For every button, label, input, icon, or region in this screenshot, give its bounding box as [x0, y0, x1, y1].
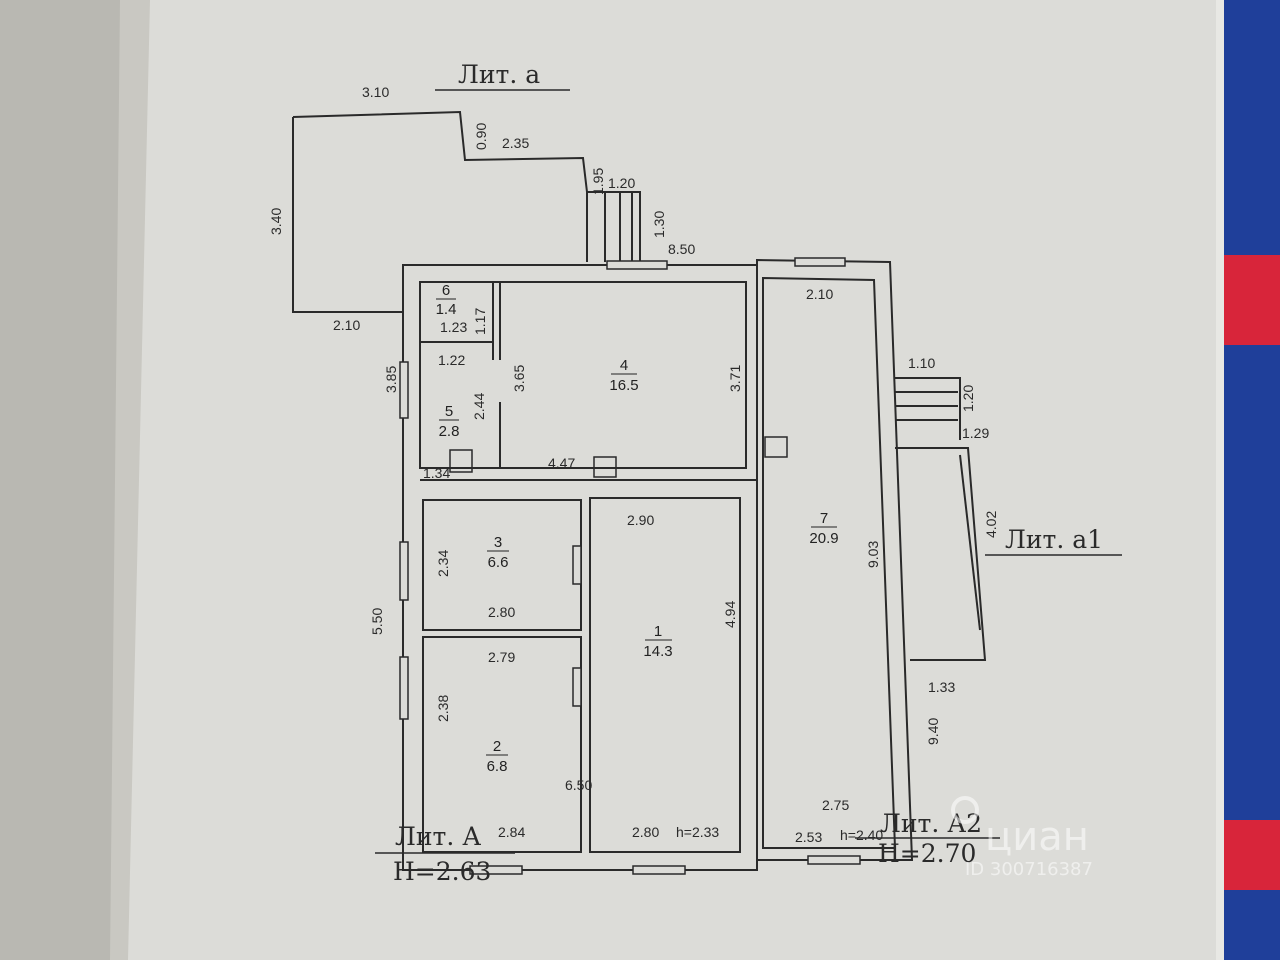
room-4-area: 16.5	[609, 377, 638, 394]
stove-icon-2	[764, 436, 788, 458]
lit-a-label: Лит. А	[395, 822, 481, 851]
dim-8-50: 8.50	[668, 241, 695, 257]
dim-1-33: 1.33	[928, 679, 955, 695]
room-4-number: 4	[620, 357, 628, 374]
dim-4-02: 4.02	[983, 511, 999, 538]
height-a2-label: Н=2.70	[878, 839, 976, 868]
dim-3-40: 3.40	[268, 208, 284, 235]
binder-edge	[1222, 0, 1280, 960]
dim-3-65: 3.65	[511, 365, 527, 392]
room-3-number: 3	[494, 534, 502, 551]
height-2-33: h=2.33	[676, 824, 719, 840]
dim-2-35: 2.35	[502, 135, 529, 151]
dim-2-90: 2.90	[627, 512, 654, 528]
room-3-area: 6.6	[488, 554, 509, 571]
dim-1-17: 1.17	[472, 308, 488, 335]
dim-3-71: 3.71	[727, 365, 743, 392]
room-7-number: 7	[820, 510, 828, 527]
binder-red-stripe	[1222, 255, 1280, 345]
room-6-number: 6	[442, 282, 450, 299]
dim-3-10: 3.10	[362, 84, 389, 100]
dim-4-47: 4.47	[548, 455, 575, 471]
dim-2-80-b: 2.80	[632, 824, 659, 840]
room-1-area: 14.3	[643, 643, 672, 660]
height-a-label: Н=2.63	[393, 857, 491, 886]
dim-1-34: 1.34	[423, 465, 450, 481]
terrace-outline	[292, 110, 641, 262]
dim-2-10-b: 2.10	[806, 286, 833, 302]
room-1-number: 1	[654, 623, 662, 640]
lit-a2-inner-wall	[762, 276, 897, 849]
dim-2-38: 2.38	[435, 695, 451, 722]
location-pin-icon	[951, 796, 979, 824]
dim-1-20-b: 1.20	[960, 385, 976, 412]
dim-1-23: 1.23	[440, 319, 467, 335]
dim-2-44: 2.44	[471, 393, 487, 420]
dim-2-34: 2.34	[435, 550, 451, 577]
cian-watermark: циан ID 300716387	[951, 796, 1093, 880]
watermark-brand: циан	[985, 814, 1089, 860]
watermark-id: ID 300716387	[965, 859, 1093, 880]
room-5-number: 5	[445, 403, 453, 420]
dim-1-20-a: 1.20	[608, 175, 635, 191]
page-edge	[1216, 0, 1224, 960]
dim-9-40: 9.40	[925, 718, 941, 745]
dim-0-90: 0.90	[473, 123, 489, 150]
windows	[399, 257, 861, 875]
lit-a1-label: Лит. а1	[1005, 525, 1103, 554]
room-5-area: 2.8	[439, 423, 460, 440]
dim-2-10-a: 2.10	[333, 317, 360, 333]
boiler-icon	[449, 449, 473, 473]
dim-2-79: 2.79	[488, 649, 515, 665]
room-labels: 1 14.3 2 6.8 3 6.6 4 16.5 5 2.8 6 1.4 7 …	[436, 282, 839, 775]
dim-2-84: 2.84	[498, 824, 525, 840]
height-2-40: h=2.40	[840, 827, 883, 843]
room-7-area: 20.9	[809, 530, 838, 547]
dim-1-29: 1.29	[962, 425, 989, 441]
dim-9-03: 9.03	[865, 541, 881, 568]
binder-red-stripe-2	[1222, 820, 1280, 890]
dim-1-95: 1.95	[590, 168, 606, 195]
dim-5-50: 5.50	[369, 608, 385, 635]
room-6-area: 1.4	[436, 301, 457, 318]
dim-1-10: 1.10	[908, 355, 935, 371]
porch-outline	[895, 447, 987, 661]
dim-1-30: 1.30	[651, 211, 667, 238]
room-2-wall	[422, 636, 582, 853]
room-2-number: 2	[493, 738, 501, 755]
dim-2-80-a: 2.80	[488, 604, 515, 620]
dim-2-75: 2.75	[822, 797, 849, 813]
dim-1-22: 1.22	[438, 352, 465, 368]
stove-icon	[593, 456, 617, 478]
dim-3-85: 3.85	[383, 366, 399, 393]
lit-a-small-label: Лит. а	[458, 60, 540, 89]
left-page-shadow	[0, 0, 120, 960]
dim-4-94: 4.94	[722, 601, 738, 628]
room-1-wall	[589, 497, 741, 853]
dim-2-53: 2.53	[795, 829, 822, 845]
lit-a-upper-inner	[419, 281, 747, 469]
dim-6-50: 6.50	[565, 777, 592, 793]
room-2-area: 6.8	[487, 758, 508, 775]
dimensions: 3.10 0.90 2.35 3.40 2.10 1.95 1.20 1.30 …	[268, 84, 999, 845]
